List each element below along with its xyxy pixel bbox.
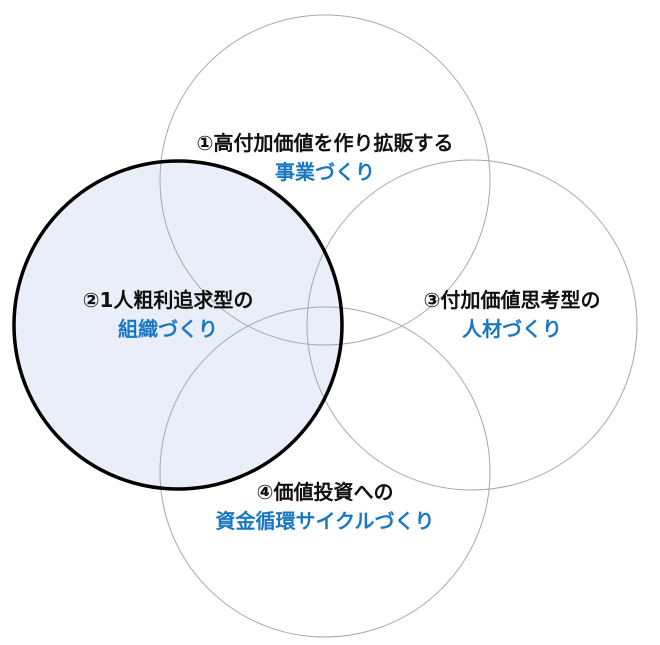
circle-2-fill bbox=[13, 160, 343, 490]
label-circle-3: ③付加価値思考型の 人材づくり bbox=[424, 286, 601, 344]
label-3-line2: 人材づくり bbox=[462, 317, 562, 341]
label-1-line2: 事業づくり bbox=[275, 160, 375, 184]
label-4-line1: ④価値投資への bbox=[256, 480, 394, 504]
label-1-line1: ①高付加価値を作り拡販する bbox=[196, 131, 454, 155]
label-circle-1: ①高付加価値を作り拡販する 事業づくり bbox=[197, 129, 454, 187]
label-circle-2: ②1人粗利追求型の 組織づくり bbox=[83, 286, 254, 344]
circle-1 bbox=[159, 14, 491, 346]
label-2-line2: 組織づくり bbox=[117, 317, 218, 341]
circle-3 bbox=[306, 159, 638, 491]
label-2-line1: ②1人粗利追求型の bbox=[82, 288, 254, 312]
circle-2-highlight bbox=[12, 159, 344, 491]
label-4-line2: 資金循環サイクルづくり bbox=[215, 509, 435, 533]
label-circle-4: ④価値投資への 資金循環サイクルづくり bbox=[216, 478, 435, 536]
label-3-line1: ③付加価値思考型の bbox=[423, 288, 601, 312]
circle-4 bbox=[159, 306, 491, 638]
